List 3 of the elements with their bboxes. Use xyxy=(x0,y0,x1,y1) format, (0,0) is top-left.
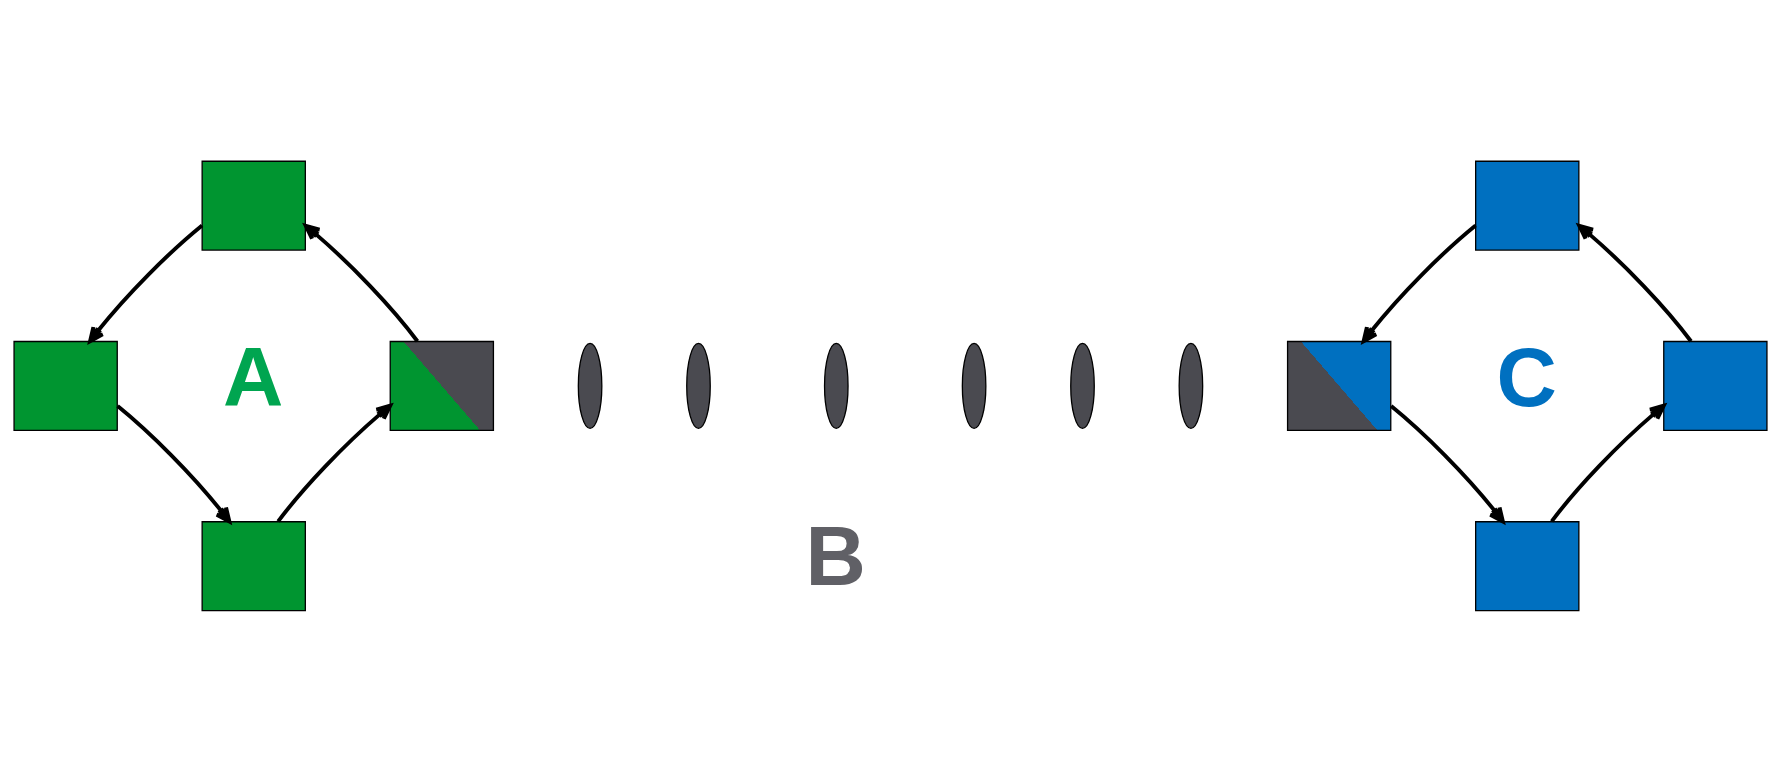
label: C xyxy=(1496,329,1557,424)
label: A xyxy=(223,329,284,424)
label: B xyxy=(805,508,866,603)
